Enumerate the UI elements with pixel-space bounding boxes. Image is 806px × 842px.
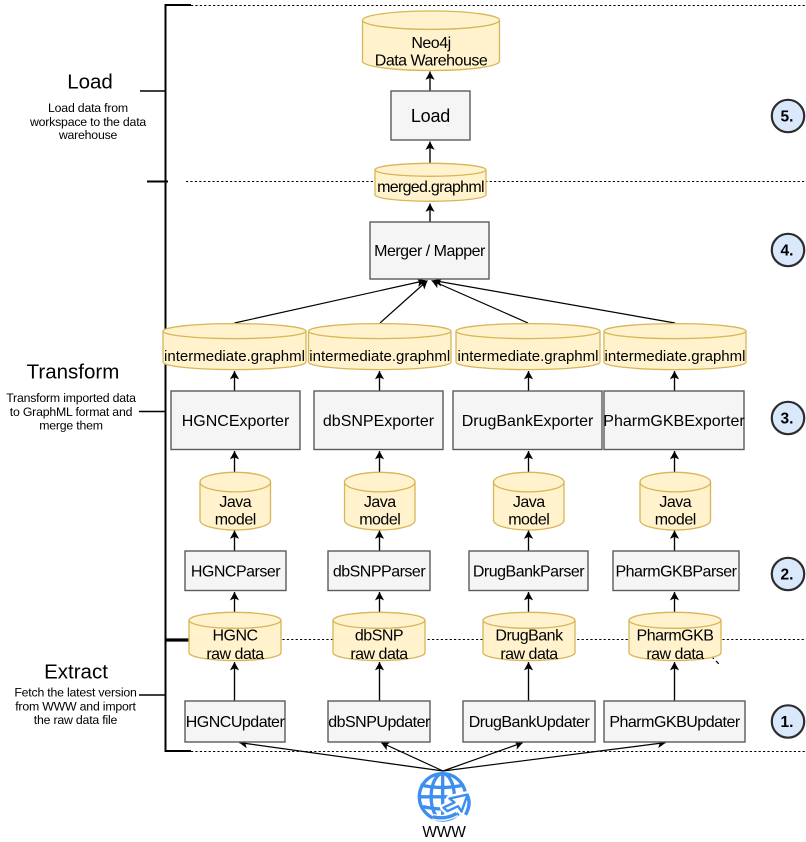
svg-text:Extract: Extract — [44, 661, 108, 684]
svg-text:Java: Java — [364, 494, 396, 511]
svg-text:model: model — [215, 512, 256, 529]
svg-text:Merger / Mapper: Merger / Mapper — [374, 243, 486, 260]
svg-text:workspace to the data: workspace to the data — [29, 115, 146, 129]
svg-text:raw data: raw data — [350, 646, 408, 663]
svg-text:intermediate.graphml: intermediate.graphml — [164, 348, 305, 365]
svg-text:DrugBankUpdater: DrugBankUpdater — [469, 714, 591, 731]
svg-text:Java: Java — [219, 494, 251, 511]
svg-text:dbSNPExporter: dbSNPExporter — [323, 413, 435, 430]
svg-text:HGNC: HGNC — [212, 627, 257, 644]
svg-text:Load data from: Load data from — [48, 101, 128, 115]
svg-text:from WWW and import: from WWW and import — [15, 699, 136, 713]
svg-text:model: model — [359, 512, 400, 529]
svg-text:Load: Load — [411, 106, 450, 126]
svg-text:PharmGKBExporter: PharmGKBExporter — [603, 413, 745, 430]
svg-text:dbSNPUpdater: dbSNPUpdater — [328, 714, 431, 731]
svg-text:merge them: merge them — [39, 418, 103, 432]
svg-text:dbSNP: dbSNP — [355, 627, 403, 644]
svg-text:DrugBankExporter: DrugBankExporter — [462, 413, 594, 430]
svg-text:HGNCParser: HGNCParser — [191, 563, 281, 580]
svg-text:raw data: raw data — [206, 646, 264, 663]
svg-text:Transform: Transform — [27, 361, 120, 384]
svg-text:DrugBankParser: DrugBankParser — [473, 563, 585, 580]
svg-text:raw data: raw data — [500, 646, 558, 663]
svg-text:merged.graphml: merged.graphml — [377, 179, 484, 196]
svg-text:intermediate.graphml: intermediate.graphml — [458, 348, 599, 365]
svg-text:1.: 1. — [781, 714, 794, 731]
svg-text:Fetch the latest version: Fetch the latest version — [14, 685, 137, 699]
svg-text:Java: Java — [513, 494, 545, 511]
svg-text:Neo4j: Neo4j — [411, 35, 450, 52]
svg-text:PharmGKBUpdater: PharmGKBUpdater — [609, 714, 741, 731]
svg-text:intermediate.graphml: intermediate.graphml — [309, 348, 450, 365]
svg-text:WWW: WWW — [422, 824, 466, 841]
svg-text:Java: Java — [659, 494, 691, 511]
svg-text:model: model — [508, 512, 549, 529]
svg-text:Transform imported data: Transform imported data — [6, 391, 136, 405]
svg-text:4.: 4. — [781, 242, 794, 259]
svg-text:HGNCExporter: HGNCExporter — [182, 413, 290, 430]
svg-text:intermediate.graphml: intermediate.graphml — [605, 348, 746, 365]
svg-text:PharmGKBParser: PharmGKBParser — [615, 563, 737, 580]
svg-text:model: model — [655, 512, 696, 529]
svg-text:3.: 3. — [781, 410, 794, 427]
svg-text:Load: Load — [67, 71, 113, 94]
svg-text:dbSNPParser: dbSNPParser — [333, 563, 426, 580]
svg-text:5.: 5. — [781, 108, 794, 125]
svg-text:HGNCUpdater: HGNCUpdater — [186, 714, 286, 731]
svg-text:2.: 2. — [781, 566, 794, 583]
svg-text:raw data: raw data — [646, 646, 704, 663]
svg-text:Data Warehouse: Data Warehouse — [375, 53, 488, 70]
svg-text:to GraphML format and: to GraphML format and — [10, 405, 133, 419]
svg-text:DrugBank: DrugBank — [495, 627, 564, 644]
svg-text:warehouse: warehouse — [58, 128, 118, 142]
svg-text:the raw data file: the raw data file — [34, 713, 118, 727]
svg-text:PharmGKB: PharmGKB — [637, 627, 714, 644]
